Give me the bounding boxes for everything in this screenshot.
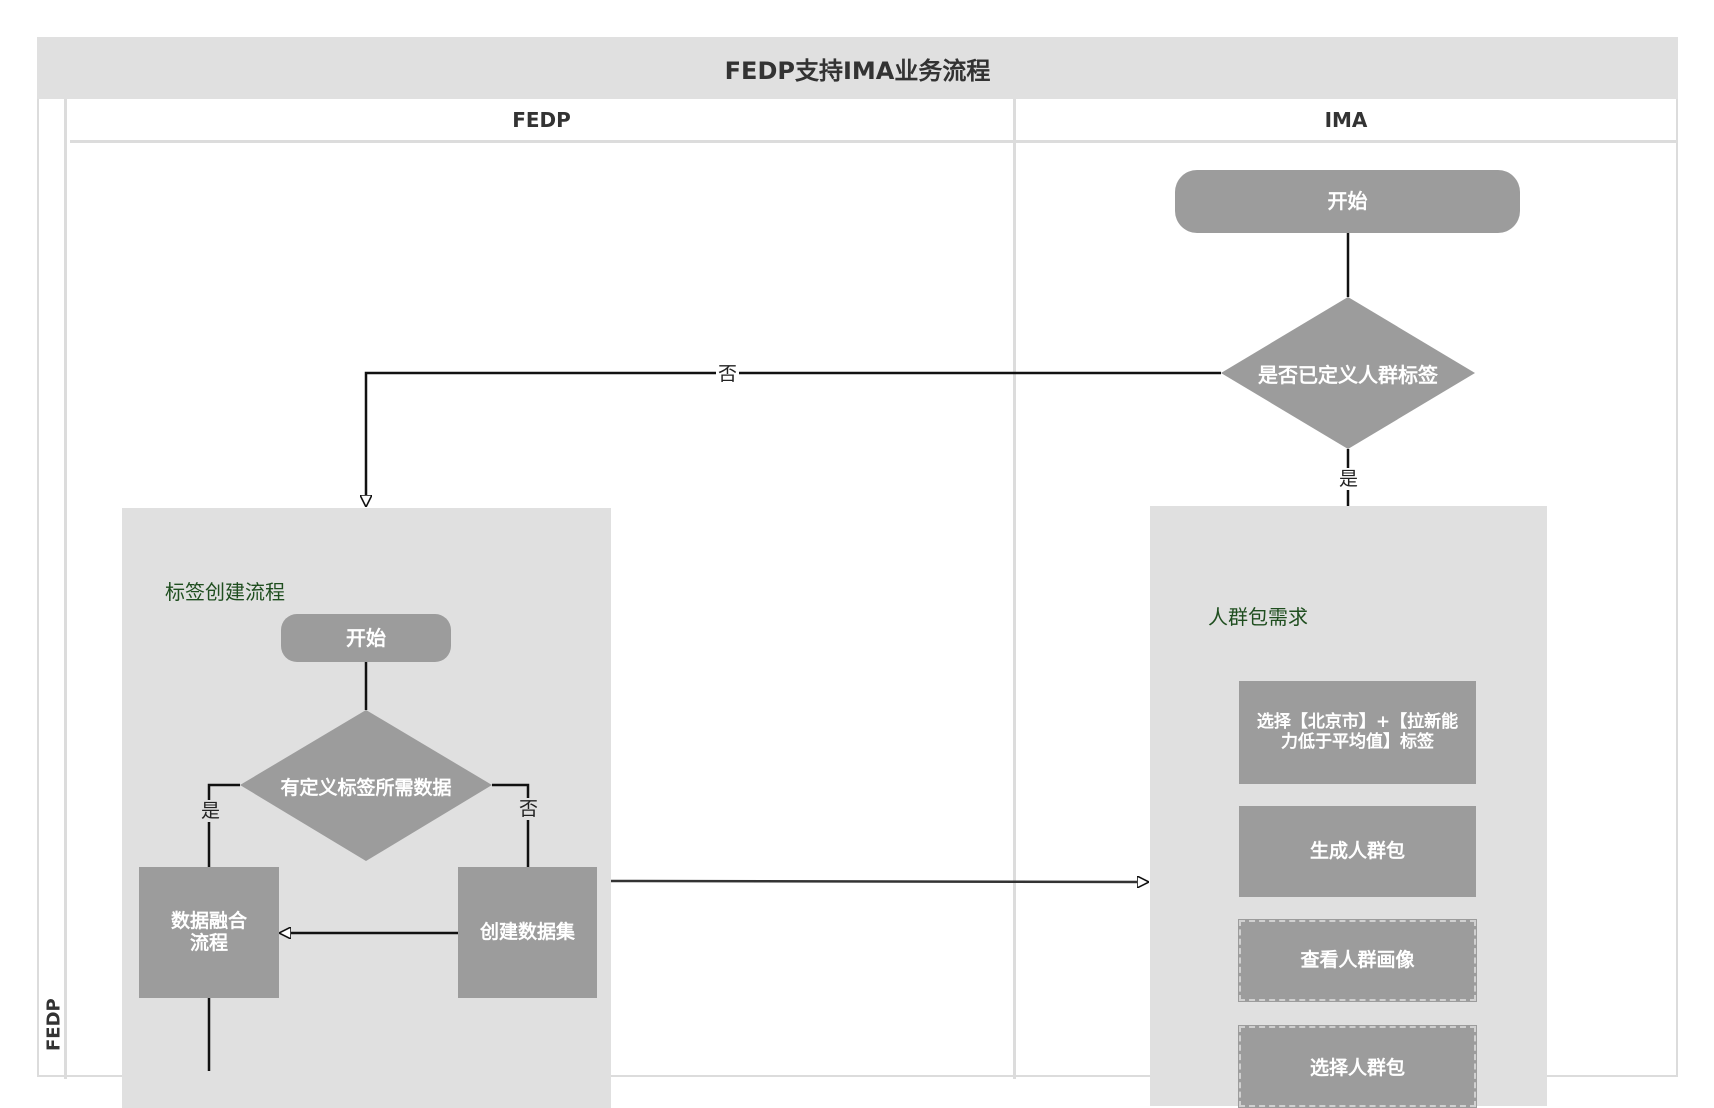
fedp-decision-label: 有定义标签所需数据	[280, 776, 452, 799]
diagram-title: FEDP支持IMA业务流程	[37, 37, 1678, 99]
fedp-decision-diamond	[240, 710, 492, 861]
fedp-start-node: 开始	[281, 614, 451, 662]
data-fusion-process: 数据融合流程	[139, 867, 279, 998]
ima-decision-label: 是否已定义人群标签	[1258, 362, 1438, 387]
ima-yes-label: 是	[1337, 468, 1361, 490]
flow-edges	[207, 233, 1475, 1071]
tag-creation-title: 标签创建流程	[165, 580, 285, 604]
lane-divider	[1013, 99, 1016, 1079]
fedp-yes-label: 是	[199, 800, 223, 822]
ima-no-label: 否	[716, 363, 740, 385]
select-tags-step: 选择【北京市】+【拉新能力低于平均值】标签	[1239, 681, 1476, 784]
generate-crowd-package-step: 生成人群包	[1239, 806, 1476, 897]
select-crowd-package-step: 选择人群包	[1238, 1025, 1477, 1108]
ima-start-node: 开始	[1175, 170, 1520, 233]
create-dataset-step: 创建数据集	[458, 867, 597, 998]
ima-decision-diamond	[1221, 297, 1475, 449]
row-header	[39, 99, 67, 1079]
lane-header-fedp: FEDP	[70, 99, 1013, 143]
flowchart-canvas: FEDP支持IMA业务流程 FEDP FEDP IMA 标签创建流程 人群包需求	[37, 37, 1678, 1108]
view-crowd-portrait-step: 查看人群画像	[1238, 919, 1477, 1002]
fedp-no-label: 否	[517, 798, 541, 820]
crowd-package-title: 人群包需求	[1208, 605, 1308, 629]
lane-header-ima: IMA	[1016, 99, 1676, 143]
